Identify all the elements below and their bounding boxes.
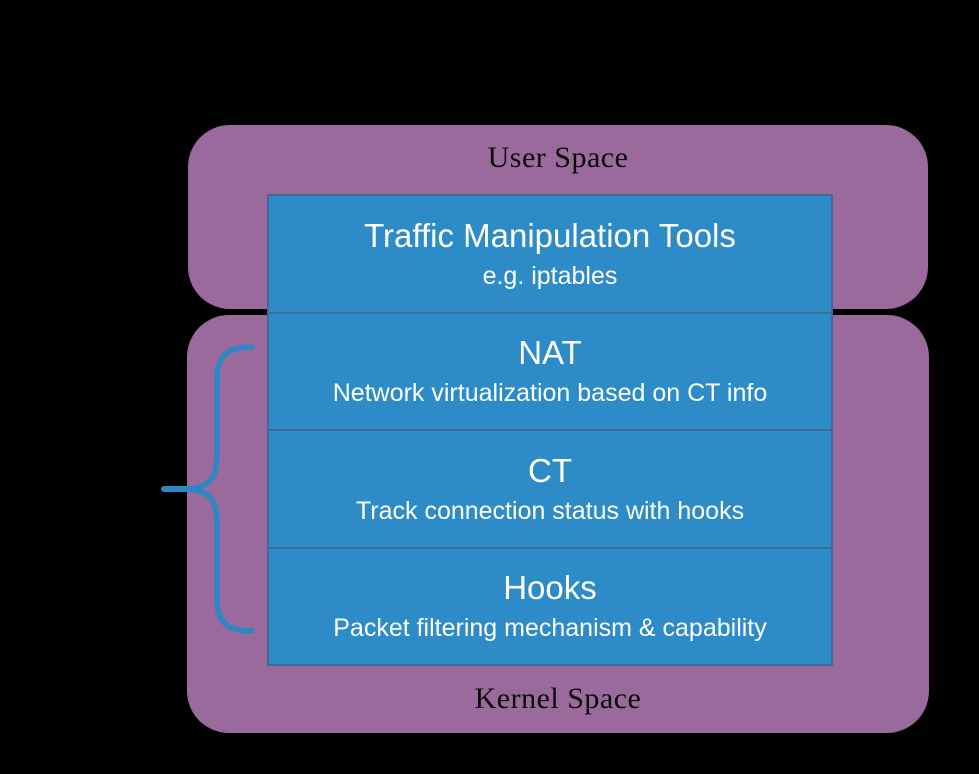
layer-title: Hooks xyxy=(503,569,597,607)
layer-subtitle: Track connection status with hooks xyxy=(355,496,745,525)
layer-subtitle: Network virtualization based on CT info xyxy=(332,379,768,408)
layer-title: NAT xyxy=(518,334,582,372)
kernel-space-label: Kernel Space xyxy=(474,682,642,715)
layer-traffic-manipulation-tools: Traffic Manipulation Tools e.g. iptables xyxy=(267,194,833,314)
layer-ct: CT Track connection status with hooks xyxy=(267,429,833,549)
layer-nat: NAT Network virtualization based on CT i… xyxy=(267,311,833,431)
layer-title: CT xyxy=(528,451,572,489)
layer-hooks: Hooks Packet filtering mechanism & capab… xyxy=(267,546,833,666)
layer-title: Traffic Manipulation Tools xyxy=(364,216,736,254)
layer-subtitle: Packet filtering mechanism & capability xyxy=(333,614,767,643)
layer-stack: Traffic Manipulation Tools e.g. iptables… xyxy=(267,194,833,666)
user-space-label: User Space xyxy=(487,141,629,174)
layer-subtitle: e.g. iptables xyxy=(482,261,618,290)
